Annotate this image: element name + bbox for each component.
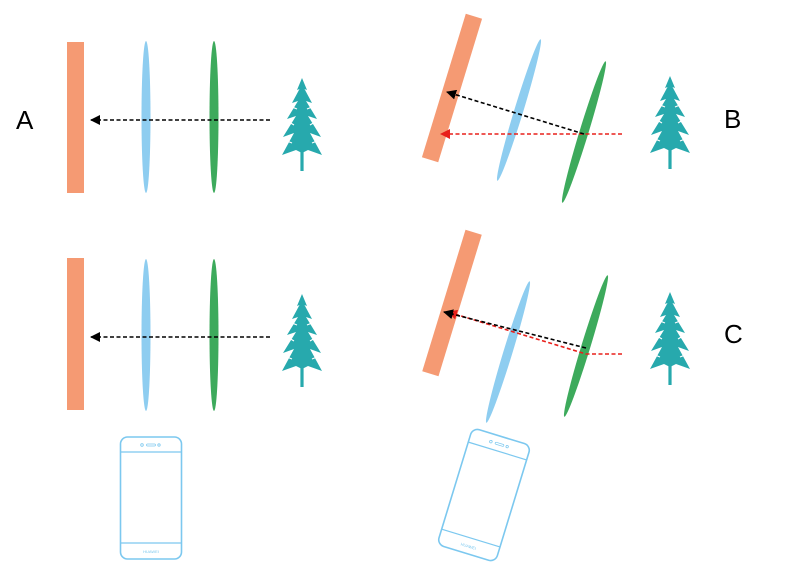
- label-a: A: [16, 105, 34, 135]
- phone-icon: [436, 426, 532, 564]
- panel-a-lower: [67, 258, 323, 411]
- lens-blue: [141, 259, 151, 411]
- light-ray: [446, 89, 585, 135]
- panel-b: B: [421, 13, 741, 203]
- lens-green: [563, 275, 609, 417]
- label-c: C: [724, 319, 743, 349]
- phone-brand-label: HUAWEI: [143, 549, 159, 554]
- tree-icon: [281, 77, 323, 172]
- image-sensor: [421, 13, 483, 163]
- phone-brand-label: HUAWEI: [460, 541, 477, 550]
- phone-upright: HUAWEI: [119, 436, 183, 560]
- lens-blue: [485, 281, 531, 423]
- tree-icon: [649, 75, 691, 170]
- panel-c: C: [422, 229, 743, 423]
- tree-icon: [649, 291, 691, 386]
- lens-green: [209, 41, 219, 193]
- light-ray-red: [447, 309, 622, 355]
- lens-blue: [141, 41, 151, 193]
- phone-tilted: HUAWEI: [436, 426, 532, 564]
- image-sensor: [422, 229, 482, 377]
- image-sensor: [67, 42, 84, 193]
- lens-green: [561, 61, 607, 203]
- lens-blue: [496, 39, 542, 181]
- light-ray: [443, 309, 587, 349]
- panel-a: A: [16, 41, 323, 193]
- label-b: B: [724, 104, 741, 134]
- tree-icon: [281, 293, 323, 388]
- phone-icon: [119, 436, 183, 560]
- image-sensor: [67, 258, 84, 410]
- lens-green: [209, 259, 219, 411]
